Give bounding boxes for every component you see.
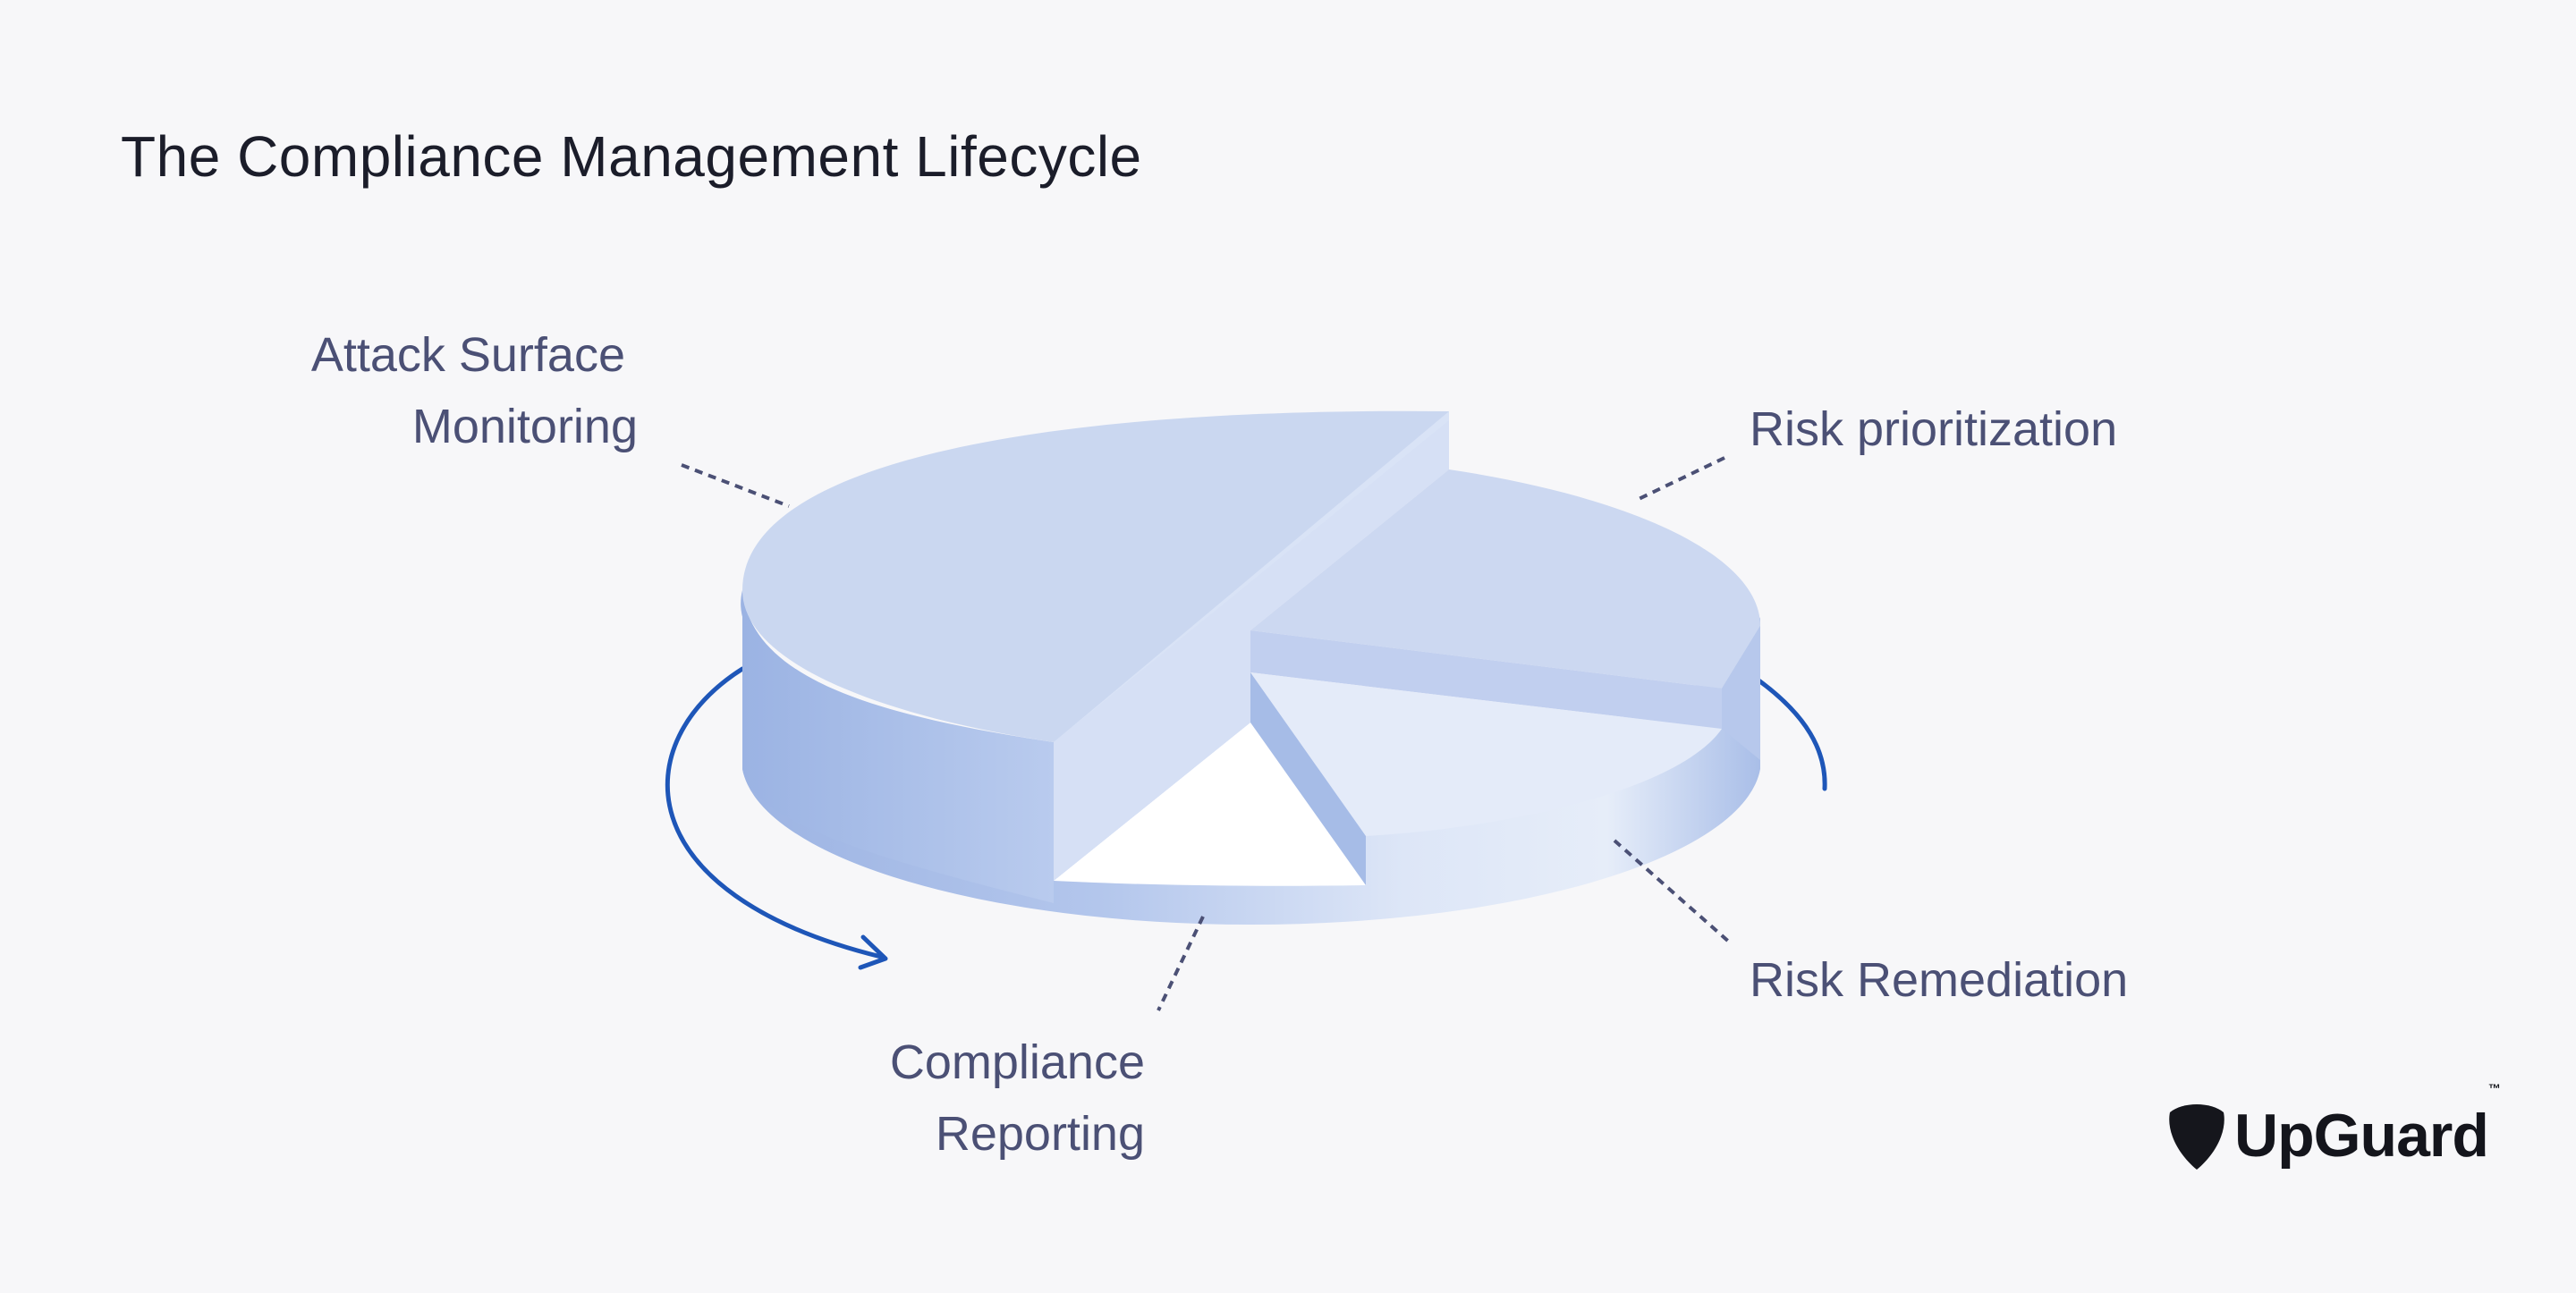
cycle-arrow-right bbox=[1755, 677, 1827, 791]
cycle-arrow-head-icon bbox=[858, 934, 888, 970]
segment-risk-prioritization-edge bbox=[1250, 630, 1722, 729]
leader-risk-prioritization bbox=[1634, 456, 1725, 503]
large-segment-side bbox=[742, 590, 1054, 903]
brand-name: UpGuard™ bbox=[2234, 1081, 2501, 1170]
label-risk-prioritization: Risk prioritization bbox=[1750, 402, 2118, 456]
page-title: The Compliance Management Lifecycle bbox=[121, 124, 1142, 189]
leader-risk-remediation bbox=[1613, 839, 1733, 945]
segment-risk-remediation-top bbox=[1250, 672, 1722, 836]
label-compliance-reporting: Compliance Reporting bbox=[889, 1035, 1145, 1161]
segment-attack-surface-top bbox=[742, 410, 1449, 742]
cycle-arrow-left bbox=[665, 666, 884, 959]
leader-compliance-reporting bbox=[1157, 916, 1205, 1011]
label-attack-surface-monitoring: Attack Surface Monitoring bbox=[310, 328, 638, 453]
upguard-logo: UpGuard™ bbox=[2165, 1081, 2501, 1171]
label-risk-remediation: Risk Remediation bbox=[1750, 953, 2129, 1007]
leader-attack-surface bbox=[681, 463, 790, 508]
upguard-shield-icon bbox=[2169, 1104, 2224, 1170]
segment-risk-prioritization-top bbox=[1250, 469, 1760, 689]
segment-risk-remediation-wall bbox=[1250, 672, 1366, 885]
removed-slice-gap bbox=[1054, 723, 1366, 886]
